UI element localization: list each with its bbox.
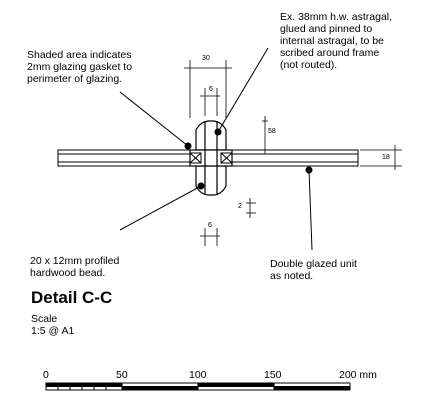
astragal-note: Ex. 38mm h.w. astragal, glued and pinned… xyxy=(280,11,393,71)
detail-title: Detail C-C xyxy=(31,288,113,307)
astragal-profile xyxy=(189,120,233,196)
leader-dots xyxy=(184,128,313,190)
glazing-note: Double glazed unit as noted. xyxy=(270,258,357,282)
dim-unit-thickness: 18 xyxy=(382,154,390,161)
dim-inner-width: 6 xyxy=(209,86,213,93)
gasket-note: Shaded area indicates 2mm glazing gasket… xyxy=(27,49,133,85)
scale-tick-100: 100 xyxy=(189,369,207,381)
dim-bottom-width: 6 xyxy=(208,222,212,229)
double-glazed-unit xyxy=(57,149,359,167)
scale-tick-0: 0 xyxy=(43,369,49,381)
scale-tick-200: 200 mm xyxy=(339,369,377,381)
dim-overall-width: 30 xyxy=(202,55,210,62)
glazing-gasket xyxy=(189,152,233,164)
dimension-lines xyxy=(184,60,402,246)
scale-bar xyxy=(45,382,351,391)
scale-tick-50: 50 xyxy=(116,369,128,381)
scale-tick-150: 150 xyxy=(264,369,282,381)
dim-gasket: 2 xyxy=(238,203,242,210)
dim-height: 58 xyxy=(268,128,276,135)
scale-label: Scale 1:5 @ A1 xyxy=(31,313,75,337)
bead-note: 20 x 12mm profiled hardwood bead. xyxy=(30,255,120,279)
